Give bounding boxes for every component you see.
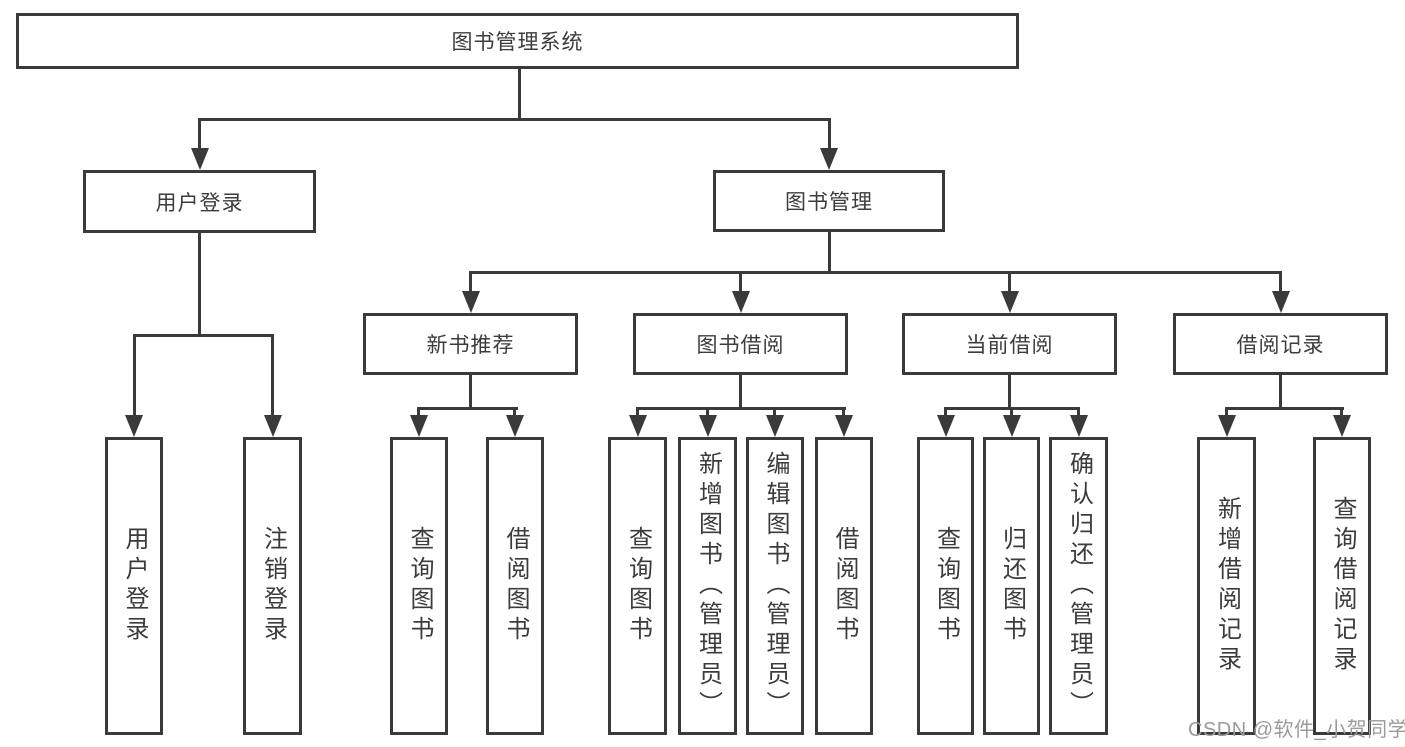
leaf-rec-query-books: 查询图书 [390, 437, 448, 735]
connector-drop-new-book-rec [469, 271, 472, 295]
connector-drop-current-borrow [1008, 271, 1011, 295]
connector-drop-user-login [198, 118, 201, 150]
connector-drop-leaf-logout [271, 334, 274, 418]
arrowhead-leaf [1070, 415, 1088, 437]
arrowhead-leaf-user-login [125, 415, 143, 437]
arrowhead-borrow-record [1272, 291, 1290, 313]
connector-drop [513, 407, 516, 419]
connector-drop-book-borrow [739, 271, 742, 295]
leaf-return-books: 归还图书 [983, 437, 1040, 735]
csdn-watermark: CSDN @软件_小贺同学 [1188, 719, 1405, 741]
arrowhead-user-login [191, 148, 209, 170]
connector-current-borrow-stem [1008, 375, 1011, 409]
arrowhead-leaf [1218, 415, 1236, 437]
connector-drop [842, 407, 845, 419]
arrowhead-book-mgmt [820, 148, 838, 170]
leaf-rec-borrow-books-label: 借阅图书 [502, 526, 529, 646]
leaf-add-books-admin: 新增图书（管理员） [678, 437, 737, 735]
arrowhead-leaf-logout [264, 415, 282, 437]
leaf-borrow-query-books-label: 查询图书 [624, 526, 652, 646]
node-book-mgmt-label: 图书管理 [785, 191, 873, 214]
leaf-cur-query-books-label: 查询图书 [932, 526, 960, 646]
node-current-borrow-label: 当前借阅 [965, 334, 1054, 357]
connector-drop [944, 407, 947, 419]
node-borrow-record-label: 借阅记录 [1236, 334, 1325, 357]
node-book-borrow-label: 图书借阅 [696, 334, 785, 357]
node-root: 图书管理系统 [16, 13, 1019, 69]
node-current-borrow: 当前借阅 [902, 313, 1117, 375]
arrowhead-leaf [1003, 415, 1021, 437]
connector-drop [417, 407, 420, 419]
connector-drop [773, 407, 776, 419]
connector-user-login-branch [133, 334, 274, 337]
leaf-user-login: 用户登录 [105, 437, 163, 735]
leaf-add-borrow-record: 新增借阅记录 [1197, 437, 1256, 735]
arrowhead-leaf [506, 415, 524, 437]
connector-drop-book-mgmt [828, 118, 831, 150]
node-root-label: 图书管理系统 [451, 31, 584, 54]
connector-book-mgmt-stem [828, 232, 831, 274]
connector-new-book-rec-stem [469, 375, 472, 409]
connector-book-mgmt-branch [469, 271, 1282, 274]
connector-new-book-rec-branch [418, 407, 518, 410]
leaf-add-borrow-record-label: 新增借阅记录 [1213, 496, 1241, 676]
arrowhead-leaf [835, 415, 853, 437]
node-new-book-rec-label: 新书推荐 [426, 334, 515, 357]
connector-book-borrow-stem [739, 375, 742, 409]
connector-drop-leaf-user-login [133, 334, 136, 418]
leaf-edit-books-admin-label: 编辑图书（管理员） [762, 451, 789, 721]
arrowhead-leaf [629, 415, 647, 437]
node-book-borrow: 图书借阅 [633, 313, 848, 375]
connector-root-stem [518, 69, 521, 118]
node-book-mgmt: 图书管理 [713, 170, 945, 232]
arrowhead-leaf [1333, 415, 1351, 437]
connector-root-branch [198, 118, 831, 121]
arrowhead-leaf [766, 415, 784, 437]
connector-book-borrow-branch [636, 407, 846, 410]
leaf-cur-query-books: 查询图书 [917, 437, 974, 735]
leaf-borrow-books: 借阅图书 [815, 437, 873, 735]
connector-drop [1340, 407, 1343, 419]
node-user-login: 用户登录 [83, 170, 316, 233]
arrowhead-new-book-rec [462, 291, 480, 313]
arrowhead-current-borrow [1001, 291, 1019, 313]
connector-drop [636, 407, 639, 419]
arrowhead-leaf [699, 415, 717, 437]
arrowhead-leaf [937, 415, 955, 437]
connector-borrow-record-branch [1225, 407, 1344, 410]
arrowhead-book-borrow [732, 291, 750, 313]
connector-drop [706, 407, 709, 419]
connector-drop [1010, 407, 1013, 419]
connector-drop-borrow-record [1279, 271, 1282, 295]
connector-user-login-stem [198, 233, 201, 337]
node-user-login-label: 用户登录 [155, 191, 244, 215]
leaf-borrow-query-books: 查询图书 [608, 437, 667, 735]
connector-borrow-record-stem [1279, 375, 1282, 409]
leaf-logout-label: 注销登录 [259, 526, 287, 646]
node-new-book-rec: 新书推荐 [363, 313, 578, 375]
arrowhead-leaf [410, 415, 428, 437]
node-borrow-record: 借阅记录 [1173, 313, 1388, 375]
connector-drop [1077, 407, 1080, 419]
leaf-rec-borrow-books: 借阅图书 [486, 437, 544, 735]
leaf-query-borrow-record: 查询借阅记录 [1313, 437, 1371, 735]
leaf-logout: 注销登录 [243, 437, 302, 735]
leaf-user-login-label: 用户登录 [121, 526, 148, 646]
leaf-confirm-return-admin-label: 确认归还（管理员） [1065, 451, 1093, 721]
leaf-edit-books-admin: 编辑图书（管理员） [746, 437, 804, 735]
leaf-borrow-books-label: 借阅图书 [831, 526, 858, 646]
leaf-query-borrow-record-label: 查询借阅记录 [1329, 496, 1356, 676]
leaf-add-books-admin-label: 新增图书（管理员） [694, 451, 722, 721]
leaf-return-books-label: 归还图书 [998, 526, 1026, 646]
connector-drop [1225, 407, 1228, 419]
leaf-rec-query-books-label: 查询图书 [406, 526, 433, 646]
leaf-confirm-return-admin: 确认归还（管理员） [1049, 437, 1108, 735]
